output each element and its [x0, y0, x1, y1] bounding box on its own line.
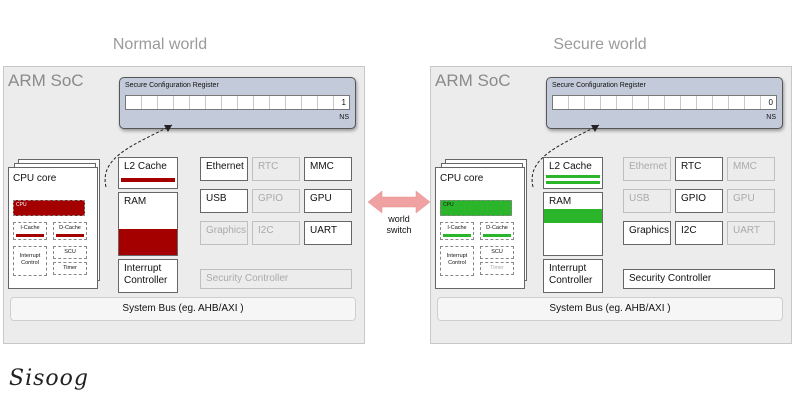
security-controller-box: Security Controller — [623, 269, 775, 289]
secure-config-register: Secure Configuration Register 0 NS — [546, 77, 783, 129]
ns-bit-arrow — [531, 124, 600, 188]
interrupt-controller-box: Interrupt Controller — [543, 259, 603, 293]
interrupt-control-box: Interrupt Control — [13, 246, 47, 276]
ns-bit-value: 0 — [768, 98, 773, 107]
soc-title: ARM SoC — [8, 71, 84, 90]
ns-label: NS — [766, 114, 776, 121]
ram-box: RAM — [118, 192, 178, 256]
scr-bits: 0 — [552, 95, 777, 110]
ns-bit-value: 1 — [341, 98, 346, 107]
normal-world-title: Normal world — [112, 36, 208, 53]
mmc-box: MMC — [727, 157, 775, 181]
icache-box: I-Cache — [13, 222, 47, 240]
scr-title: Secure Configuration Register — [552, 82, 646, 89]
gpu-box: GPU — [304, 189, 352, 213]
mmc-box: MMC — [304, 157, 352, 181]
world-switch-arrow-icon — [368, 190, 430, 214]
system-bus: System Bus (eg. AHB/AXI ) — [437, 297, 783, 321]
usb-box: USB — [200, 189, 248, 213]
cpu-core-title: CPU core — [13, 173, 57, 184]
l2-cache-box: L2 Cache — [118, 157, 178, 189]
cpu-unit: CPU — [440, 200, 512, 216]
gpio-box: GPIO — [252, 189, 300, 213]
interrupt-control-box: Interrupt Control — [440, 246, 474, 276]
gpu-box: GPU — [727, 189, 775, 213]
security-controller-box: Security Controller — [200, 269, 352, 289]
secure-world-title: Secure world — [553, 36, 647, 53]
gpio-box: GPIO — [675, 189, 723, 213]
timer-box: Timer — [53, 262, 87, 275]
scr-bits: 1 — [125, 95, 350, 110]
cpu-core-stack: CPU core CPU I-Cache D-Cache Interrupt C… — [8, 159, 100, 289]
uart-box: UART — [727, 221, 775, 245]
graphics-box: Graphics — [623, 221, 671, 245]
rtc-box: RTC — [675, 157, 723, 181]
usb-box: USB — [623, 189, 671, 213]
normal-soc-panel: ARM SoC Secure Configuration Register 1 … — [3, 66, 365, 344]
interrupt-controller-box: Interrupt Controller — [118, 259, 178, 293]
scu-box: SCU — [480, 246, 514, 259]
cpu-core-card: CPU core CPU I-Cache D-Cache Interrupt C… — [435, 167, 525, 289]
cpu-core-card: CPU core CPU I-Cache D-Cache Interrupt C… — [8, 167, 98, 289]
secure-config-register: Secure Configuration Register 1 NS — [119, 77, 356, 129]
i2c-box: I2C — [675, 221, 723, 245]
scu-box: SCU — [53, 246, 87, 259]
soc-title: ARM SoC — [435, 71, 511, 90]
rtc-box: RTC — [252, 157, 300, 181]
cpu-unit: CPU — [13, 200, 85, 216]
scr-title: Secure Configuration Register — [125, 82, 219, 89]
dcache-box: D-Cache — [53, 222, 87, 240]
ns-label: NS — [339, 114, 349, 121]
sisoog-logo: Sisoog — [9, 366, 89, 391]
i2c-box: I2C — [252, 221, 300, 245]
ethernet-box: Ethernet — [623, 157, 671, 181]
timer-box: Timer — [480, 262, 514, 275]
system-bus: System Bus (eg. AHB/AXI ) — [10, 297, 356, 321]
graphics-box: Graphics — [200, 221, 248, 245]
cpu-core-title: CPU core — [440, 173, 484, 184]
uart-box: UART — [304, 221, 352, 245]
icache-box: I-Cache — [440, 222, 474, 240]
cpu-core-stack: CPU core CPU I-Cache D-Cache Interrupt C… — [435, 159, 527, 289]
ethernet-box: Ethernet — [200, 157, 248, 181]
ns-bit-arrow — [104, 124, 173, 188]
secure-soc-panel: ARM SoC Secure Configuration Register 0 … — [430, 66, 792, 344]
l2-cache-box: L2 Cache — [543, 157, 603, 189]
dcache-box: D-Cache — [480, 222, 514, 240]
ram-box: RAM — [543, 192, 603, 256]
